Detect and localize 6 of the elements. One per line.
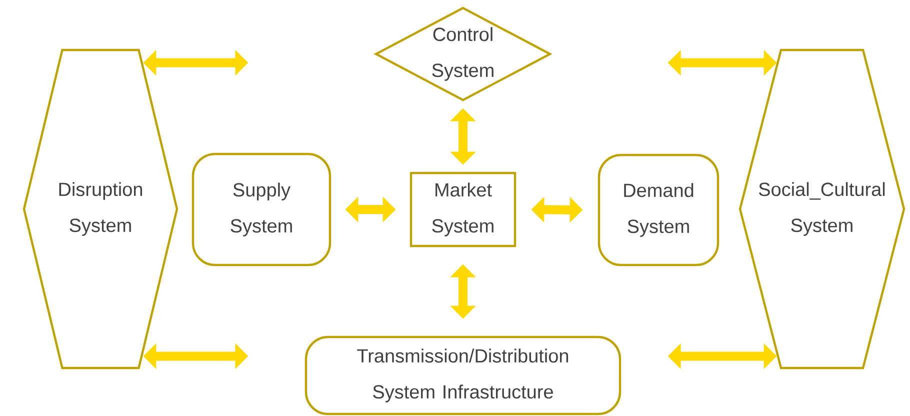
rounded-box: Transmission/Distribution System Infrastructure [304, 336, 622, 416]
hexagon-box: Social_Cultural System [738, 48, 906, 370]
hexagon-box: Disruption System [22, 48, 178, 370]
rounded-box: Supply System [192, 152, 332, 266]
system-box: Market System [410, 172, 516, 248]
rounded-box: Demand System [598, 154, 720, 266]
